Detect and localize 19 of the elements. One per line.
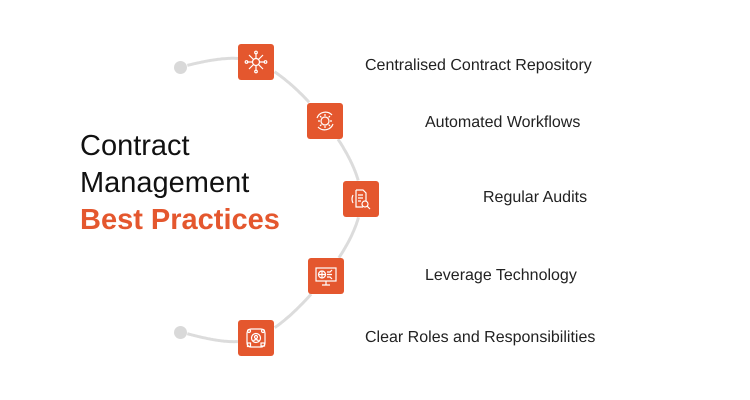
document-search-icon [343,181,379,217]
end-dot [174,326,186,338]
practice-label: Regular Audits [483,189,588,207]
end-dot [174,60,186,74]
monitor-icon [308,258,344,294]
person-badge-icon [238,320,274,356]
arc-connector [274,293,312,329]
practice-label: Automated Workflows [425,114,580,132]
arc-connector [336,138,360,181]
network-icon [238,44,274,80]
practice-label: Clear Roles and Responsibilities [365,329,596,347]
arc-connector [274,70,310,104]
arc-connector [338,216,360,259]
diagram-title: Contract Management Best Practices [80,129,281,238]
arc-connector [186,56,238,67]
practice-label: Leverage Technology [425,267,577,285]
gear-icon [307,103,343,139]
practice-label: Centralised Contract Repository [365,57,592,75]
arc-connector [186,332,238,344]
